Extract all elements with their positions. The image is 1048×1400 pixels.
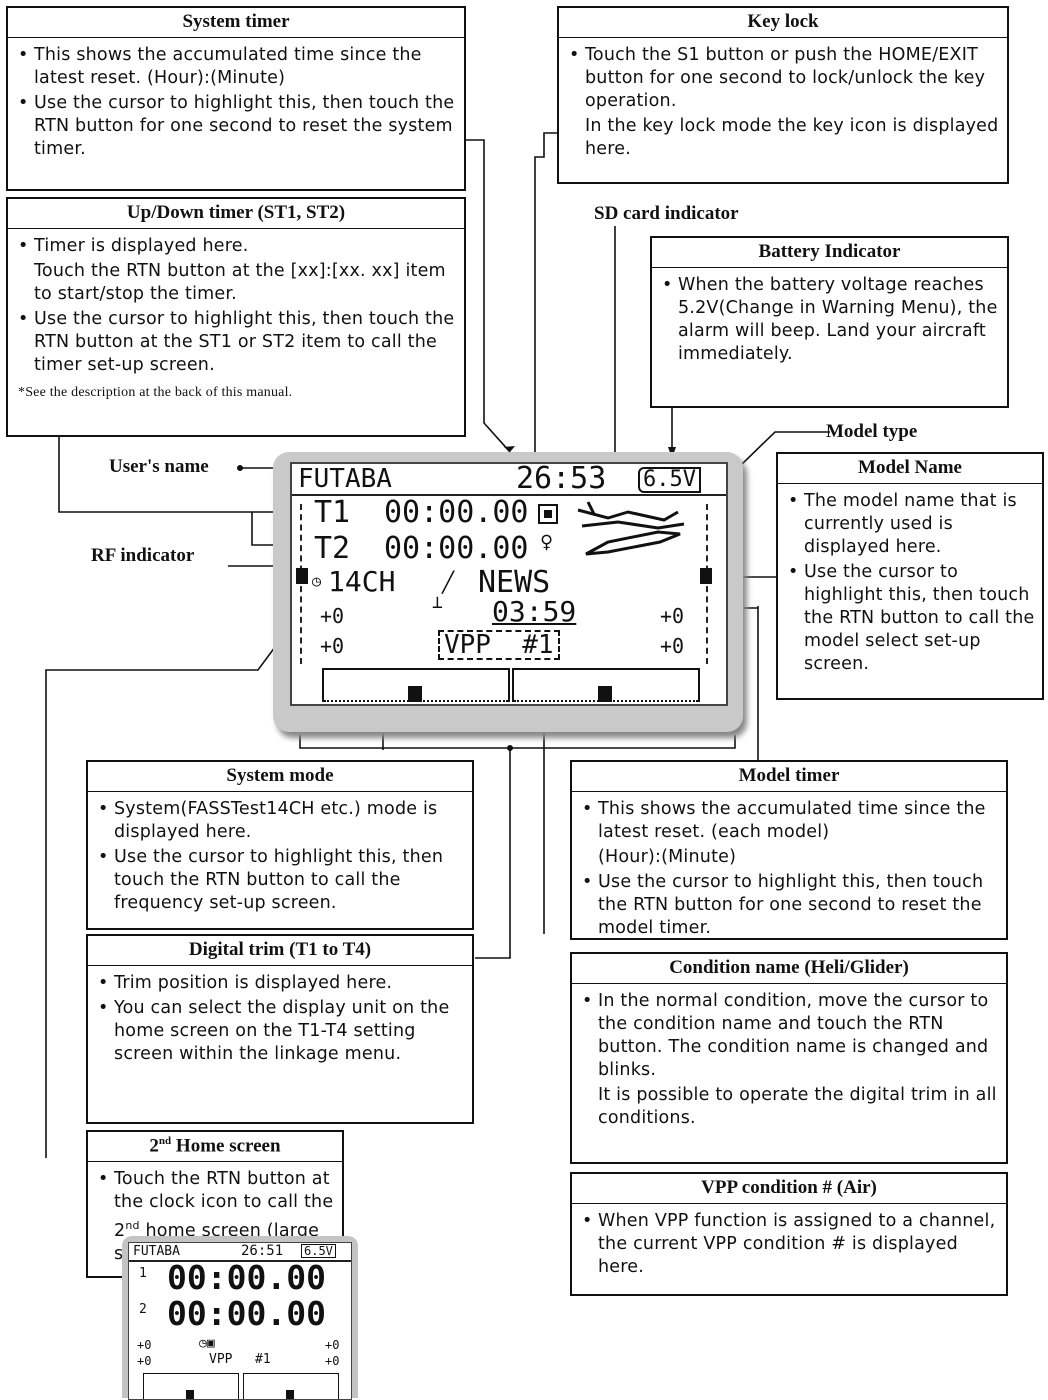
trim-value-t2: +0	[660, 606, 684, 626]
lcd-battery-indicator: 6.5V	[638, 467, 701, 493]
updown-timer-item: Use the cursor to highlight this, then t…	[16, 308, 456, 377]
lcd-vpp-condition[interactable]: VPP #1	[438, 630, 560, 660]
mini-timer1: 00:00.00	[167, 1261, 326, 1294]
lcd-t1-timer[interactable]: 00:00.00	[384, 498, 529, 528]
sd-card-icon	[538, 504, 558, 524]
mini-trim-4: +0	[325, 1355, 339, 1367]
updown-timer-box: Up/Down timer (ST1, ST2) Timer is displa…	[6, 197, 466, 437]
trim-value-t4: +0	[660, 636, 684, 656]
lcd-model-timer[interactable]: 03:59	[492, 598, 576, 626]
updown-timer-para: Touch the RTN button at the [xx]:[xx. xx…	[16, 260, 456, 306]
users-name-label: User's name	[109, 456, 209, 478]
vpp-condition-box: VPP condition # (Air) When VPP function …	[570, 1172, 1008, 1296]
updown-timer-note: *See the description at the back of this…	[16, 381, 456, 404]
lcd-user-name[interactable]: FUTABA	[298, 466, 392, 492]
system-mode-title: System mode	[88, 762, 472, 792]
battery-indicator-box: Battery Indicator When the battery volta…	[650, 236, 1009, 408]
trim-value-t3: +0	[320, 636, 344, 656]
digital-trim-title: Digital trim (T1 to T4)	[88, 936, 472, 966]
digital-trim-item: Trim position is displayed here.	[96, 972, 464, 995]
key-lock-title: Key lock	[559, 8, 1007, 38]
lcd-system-mode[interactable]: 14CH	[328, 568, 395, 596]
mini-trim-bar-left	[143, 1373, 239, 1400]
second-home-lcd: FUTABA 26:51 6.5V 1 00:00.00 2 00:00.00 …	[128, 1242, 352, 1400]
condition-name-box: Condition name (Heli/Glider) In the norm…	[570, 952, 1008, 1164]
mini-timer2: 00:00.00	[167, 1297, 326, 1330]
system-timer-box: System timer This shows the accumulated …	[6, 6, 466, 191]
system-mode-box: System mode System(FASSTest14CH etc.) mo…	[86, 760, 474, 930]
left-trim-track	[300, 504, 304, 664]
airplane-model-icon[interactable]	[568, 498, 698, 562]
condition-name-item: In the normal condition, move the cursor…	[580, 990, 998, 1082]
digital-trim-item: You can select the display unit on the h…	[96, 997, 464, 1066]
system-timer-item: Use the cursor to highlight this, then t…	[16, 92, 456, 161]
model-name-item: The model name that is currently used is…	[786, 490, 1038, 559]
key-lock-icon: ♀	[540, 532, 553, 554]
key-lock-item: Touch the S1 button or push the HOME/EXI…	[567, 44, 999, 113]
vpp-condition-title: VPP condition # (Air)	[572, 1174, 1006, 1204]
condition-name-para: It is possible to operate the digital tr…	[580, 1084, 998, 1130]
updown-timer-item: Timer is displayed here.	[16, 235, 456, 258]
mini-clock: 26:51	[241, 1244, 283, 1258]
rf-transmit-icon: ⊥	[432, 594, 443, 612]
sd-card-label: SD card indicator	[594, 203, 739, 225]
lcd-t2-timer[interactable]: 00:00.00	[384, 534, 529, 564]
mini-trim-2: +0	[325, 1339, 339, 1351]
second-home-title: 2nd Home screen	[88, 1132, 342, 1162]
model-timer-title: Model timer	[572, 762, 1006, 792]
lcd-t2-label[interactable]: T2	[314, 534, 350, 564]
vpp-condition-item: When VPP function is assigned to a chann…	[580, 1210, 998, 1279]
model-name-title: Model Name	[778, 454, 1042, 484]
model-timer-para: (Hour):(Minute)	[580, 846, 998, 869]
model-name-item: Use the cursor to highlight this, then t…	[786, 561, 1038, 676]
lcd-model-name[interactable]: NEWS	[478, 568, 550, 598]
battery-indicator-item: When the battery voltage reaches 5.2V(Ch…	[660, 274, 999, 366]
condition-name-title: Condition name (Heli/Glider)	[572, 954, 1006, 984]
bottom-trim-bar-left	[322, 668, 510, 702]
mini-timer2-number: 2	[139, 1303, 147, 1316]
rf-signal-icon: ╱	[442, 572, 454, 592]
mini-trim-1: +0	[137, 1339, 151, 1351]
right-trim-track	[706, 504, 710, 664]
mini-user-name: FUTABA	[133, 1245, 180, 1258]
mini-vpp: VPP	[209, 1353, 232, 1366]
rf-indicator-label: RF indicator	[91, 545, 194, 567]
mini-cond-no: #1	[255, 1353, 271, 1366]
digital-trim-box: Digital trim (T1 to T4) Trim position is…	[86, 934, 474, 1124]
battery-indicator-title: Battery Indicator	[652, 238, 1007, 268]
mini-trim-bar-right	[243, 1373, 339, 1400]
system-mode-item: System(FASSTest14CH etc.) mode is displa…	[96, 798, 464, 844]
lcd-t1-label[interactable]: T1	[314, 498, 350, 528]
bottom-trim-bar-right	[512, 668, 700, 702]
model-timer-item: This shows the accumulated time since th…	[580, 798, 998, 844]
mini-clock-icon: ◷▣	[199, 1337, 215, 1350]
lcd-vpp-number: #1	[522, 630, 553, 660]
left-trim-marker[interactable]	[296, 568, 308, 584]
model-name-box: Model Name The model name that is curren…	[776, 452, 1044, 700]
lcd-system-timer[interactable]: 26:53	[516, 464, 606, 494]
mini-battery: 6.5V	[301, 1244, 336, 1258]
mini-timer1-number: 1	[139, 1267, 147, 1280]
system-timer-item: This shows the accumulated time since th…	[16, 44, 456, 90]
system-timer-title: System timer	[8, 8, 464, 38]
key-lock-para: In the key lock mode the key icon is dis…	[567, 115, 999, 161]
updown-timer-title: Up/Down timer (ST1, ST2)	[8, 199, 464, 229]
model-timer-item: Use the cursor to highlight this, then t…	[580, 871, 998, 940]
bottom-left-trim-marker[interactable]	[408, 686, 422, 702]
clock-icon[interactable]: ◷	[312, 574, 321, 589]
model-type-label: Model type	[826, 421, 917, 443]
right-trim-marker[interactable]	[700, 568, 712, 584]
bottom-right-trim-marker[interactable]	[598, 686, 612, 702]
home-screen-lcd: FUTABA 26:53 6.5V T1 00:00.00 T2 00:00.0…	[290, 462, 728, 706]
model-timer-box: Model timer This shows the accumulated t…	[570, 760, 1008, 940]
mini-trim-3: +0	[137, 1355, 151, 1367]
key-lock-box: Key lock Touch the S1 button or push the…	[557, 6, 1009, 184]
trim-value-t1: +0	[320, 606, 344, 626]
lcd-vpp-label: VPP	[444, 630, 491, 660]
system-mode-item: Use the cursor to highlight this, then t…	[96, 846, 464, 915]
